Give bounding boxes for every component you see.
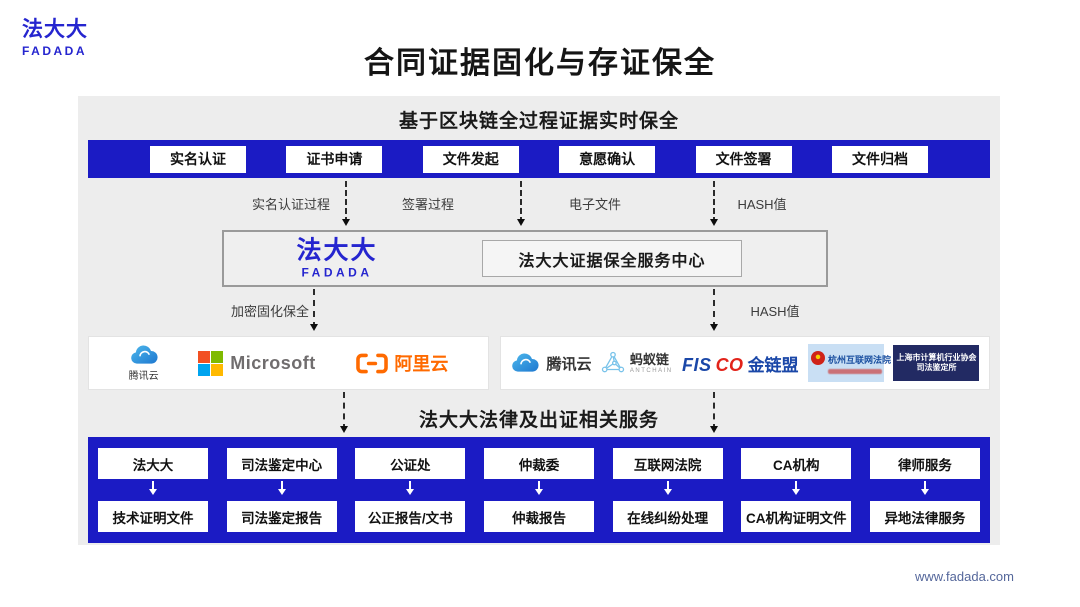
services-section-header: 法大大法律及出证相关服务 — [418, 410, 659, 431]
shanghai-badge-line1: 上海市计算机行业协会 — [896, 352, 977, 362]
service-out-online-dispute: 在线纠纷处理 — [612, 501, 723, 532]
fadada-logo-en: FADADA — [22, 44, 87, 58]
fadada-logo: 法大大 FADADA — [22, 13, 88, 58]
step-box-archive: 文件归档 — [831, 145, 928, 173]
flow-label-hash: HASH值 — [737, 197, 787, 212]
cloud-icon — [130, 344, 158, 364]
antchain-label-en: ANTCHAIN — [629, 367, 673, 374]
services-bar: 法大大 司法鉴定中心 公证处 仲裁委 互联网法院 CA机构 律师服务 技术证明文… — [88, 437, 990, 543]
white-down-arrow-icon — [149, 481, 157, 495]
flow-label-efile: 电子文件 — [568, 197, 622, 212]
service-org-arbitration: 仲裁委 — [483, 448, 594, 479]
step-box-sign: 文件签署 — [695, 145, 792, 173]
white-down-arrow-icon — [534, 481, 543, 495]
tencent-cloud-label: 腾讯云 — [546, 355, 592, 373]
evidence-center-box: 法大大 FADADA 法大大证据保全服务中心 — [222, 230, 828, 287]
tencent-cloud-logo: 腾讯云 — [510, 352, 592, 374]
white-down-arrow-icon — [406, 481, 415, 495]
service-out-notary-report: 公正报告/文书 — [355, 501, 466, 532]
hangzhou-court-label: 杭州互联网法院 — [828, 354, 892, 365]
white-down-arrow-icon — [663, 481, 672, 495]
service-out-tech-proof: 技术证明文件 — [98, 501, 208, 532]
fisco-label-red: CO — [715, 354, 744, 375]
service-org-judicial-center: 司法鉴定中心 — [226, 448, 337, 479]
fadada-logo-cn: 法大大 — [22, 18, 88, 41]
down-arrow-icon — [710, 392, 718, 433]
service-org-ca: CA机构 — [741, 448, 852, 479]
down-arrow-icon — [710, 289, 718, 331]
antchain-label-cn: 蚂蚁链 — [629, 351, 669, 367]
step-box-initiate: 文件发起 — [422, 145, 519, 173]
services-row-outputs: 技术证明文件 司法鉴定报告 公正报告/文书 仲裁报告 在线纠纷处理 CA机构证明… — [88, 501, 990, 532]
tencent-cloud-label: 腾讯云 — [128, 370, 159, 382]
evidence-service-center-label: 法大大证据保全服务中心 — [482, 240, 742, 277]
tencent-cloud-logo: 腾讯云 — [128, 344, 159, 382]
service-out-ca-proof: CA机构证明文件 — [741, 501, 852, 532]
alicloud-logo: 阿里云 — [355, 350, 448, 376]
blockchain-section-header: 基于区块链全过程证据实时保全 — [398, 111, 679, 132]
shanghai-judicial-appraisal-badge: 上海市计算机行业协会 司法鉴定所 — [893, 345, 980, 381]
down-arrow-icon — [342, 181, 350, 226]
services-row-orgs: 法大大 司法鉴定中心 公证处 仲裁委 互联网法院 CA机构 律师服务 — [88, 448, 990, 479]
flow-label-realname-process: 实名认证过程 — [251, 197, 331, 212]
step-box-intent: 意愿确认 — [559, 145, 656, 173]
white-down-arrow-icon — [792, 481, 801, 495]
storage-partners-box: 腾讯云 Microsoft 阿里云 — [88, 336, 489, 390]
hash-label-right: HASH值 — [750, 304, 800, 319]
cloud-icon — [512, 352, 540, 372]
hangzhou-court-subtext — [828, 368, 883, 374]
down-arrow-icon — [310, 289, 318, 331]
shanghai-badge-line2: 司法鉴定所 — [916, 363, 957, 372]
antchain-logo: 蚂蚁链 ANTCHAIN — [601, 351, 673, 375]
service-out-remote-legal: 异地法律服务 — [869, 501, 980, 532]
alicloud-bracket-icon — [356, 353, 389, 373]
encrypt-preserve-label: 加密固化保全 — [230, 304, 310, 319]
alicloud-label: 阿里云 — [394, 354, 449, 374]
fisco-label-blue: FIS — [682, 354, 712, 375]
fisco-label-cn: 金链盟 — [747, 355, 799, 375]
blockchain-partners-box: 腾讯云 蚂蚁链 ANTCHAIN — [500, 336, 990, 390]
process-steps-bar: 实名认证 证书申请 文件发起 意愿确认 文件签署 文件归档 — [88, 140, 990, 178]
service-org-notary: 公证处 — [355, 448, 466, 479]
down-arrow-icon — [710, 181, 718, 226]
antchain-network-icon — [601, 351, 625, 373]
hangzhou-internet-court-badge: 杭州互联网法院 — [808, 344, 891, 382]
service-org-internet-court: 互联网法院 — [612, 448, 723, 479]
microsoft-squares-icon — [198, 350, 224, 376]
page-title: 合同证据固化与存证保全 — [364, 47, 716, 80]
down-arrow-icon — [517, 181, 525, 226]
flow-label-signing-process: 签署过程 — [401, 197, 455, 212]
white-down-arrow-icon — [920, 481, 929, 495]
microsoft-logo: Microsoft — [198, 350, 316, 376]
service-out-judicial-report: 司法鉴定报告 — [226, 501, 337, 532]
service-out-arbitration-report: 仲裁报告 — [483, 501, 594, 532]
white-down-arrow-icon — [277, 481, 286, 495]
fadada-center-logo-cn: 法大大 — [296, 236, 378, 264]
service-org-fadada: 法大大 — [98, 448, 208, 479]
national-emblem-icon — [811, 351, 826, 365]
fadada-center-logo: 法大大 FADADA — [296, 236, 378, 280]
website-link[interactable]: www.fadada.com — [915, 569, 1014, 584]
step-box-realname: 实名认证 — [150, 145, 246, 173]
microsoft-label: Microsoft — [230, 352, 316, 373]
down-arrow-icon — [340, 392, 348, 433]
fadada-center-logo-en: FADADA — [301, 265, 373, 279]
main-panel: 基于区块链全过程证据实时保全 实名认证 证书申请 文件发起 意愿确认 文件签署 … — [78, 96, 1000, 545]
services-arrows-row — [88, 481, 990, 495]
service-org-lawyer: 律师服务 — [869, 448, 980, 479]
step-box-certificate: 证书申请 — [286, 145, 383, 173]
